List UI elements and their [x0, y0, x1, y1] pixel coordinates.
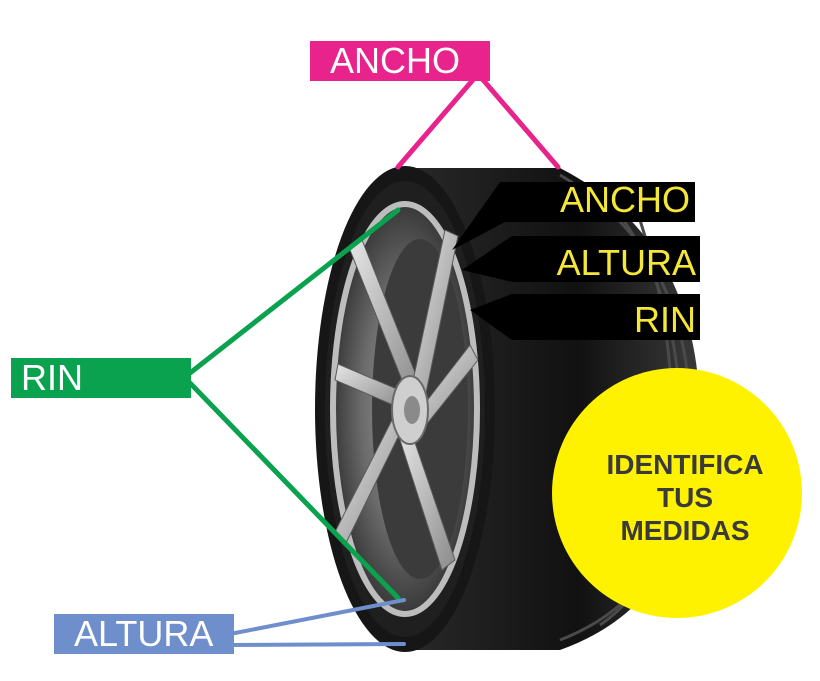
spec-tag-rin [470, 294, 700, 340]
spec-ancho-text: ANCHO [559, 179, 690, 220]
altura-callout [228, 598, 406, 647]
rin-callout [187, 207, 401, 601]
badge-line-2: TUS [657, 482, 713, 513]
altura-label-box [54, 614, 234, 654]
altura-label: ALTURA [74, 613, 214, 654]
spec-altura-text: ALTURA [556, 242, 696, 283]
ancho-label-box [310, 41, 490, 81]
badge-circle [552, 368, 802, 618]
spec-rin-text: RIN [634, 299, 696, 340]
badge-line-3: MEDIDAS [620, 515, 750, 546]
badge-line-1: IDENTIFICA [606, 449, 764, 480]
rin-label-box [11, 358, 191, 398]
rin-label: RIN [21, 357, 83, 398]
ancho-label: ANCHO [330, 40, 461, 81]
spec-tag-ancho [452, 182, 695, 250]
rim-hub-cap [404, 396, 420, 424]
badge-text: IDENTIFICA TUS MEDIDAS [555, 448, 815, 547]
ancho-callout [395, 71, 561, 170]
spec-tag-altura [462, 236, 700, 282]
